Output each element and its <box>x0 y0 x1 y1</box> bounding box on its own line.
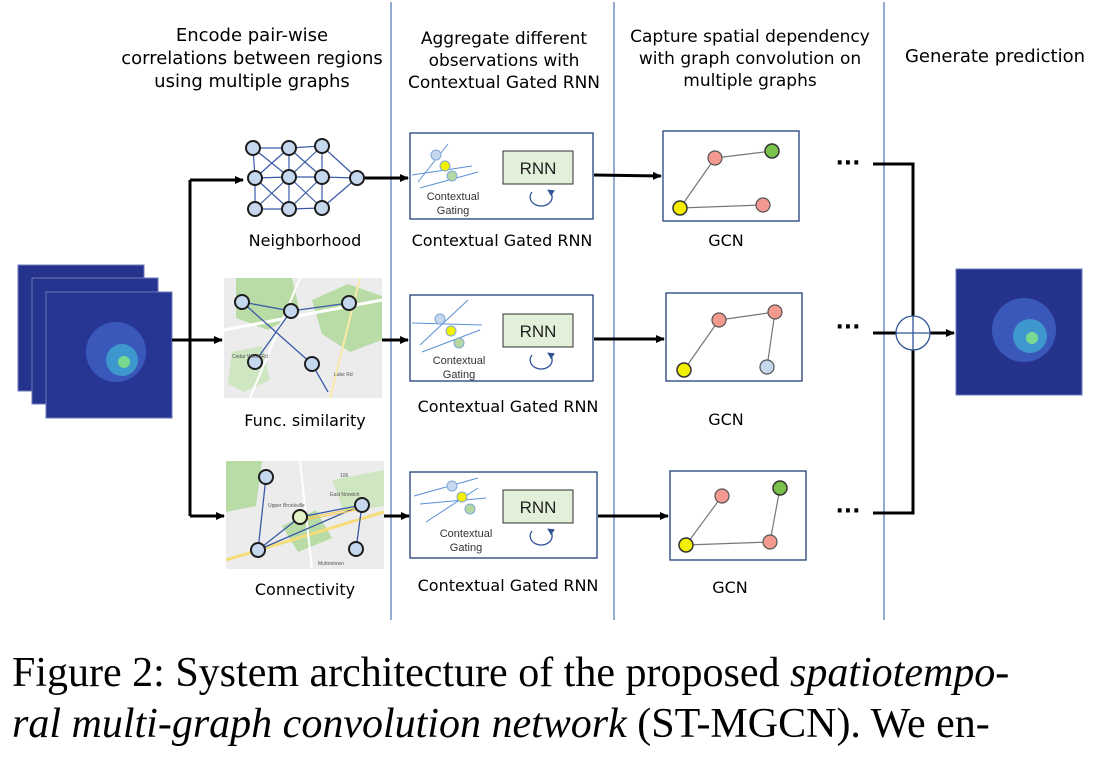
header-line: Generate prediction <box>904 46 1086 67</box>
func-similarity-map: Cedar Wood Rd Lake Rd <box>223 277 383 399</box>
graph-label-func-similarity: Func. similarity <box>244 411 366 430</box>
ellipsis: ··· <box>835 151 860 176</box>
gating-label: Contextual <box>433 355 486 367</box>
connectivity-map: Upper Brookville East Norwich Muttontown… <box>225 460 385 570</box>
caption-line-2: ral multi-graph convolution network (ST-… <box>12 699 1100 750</box>
contextual-gated-rnn-block: Contextual Gating RNN <box>409 294 594 382</box>
contextual-gated-rnn-block: Contextual Gating RNN <box>409 132 594 220</box>
graph-label-connectivity: Connectivity <box>254 580 356 599</box>
caption-line-1: Figure 2: System architecture of the pro… <box>12 648 1100 699</box>
caption-text: (ST-MGCN). We en- <box>637 701 990 747</box>
aggregation-plus-icon <box>895 315 931 351</box>
figure-caption: Figure 2: System architecture of the pro… <box>12 648 1100 750</box>
architecture-diagram: Cedar Wood Rd Lake Rd <box>17 2 1083 620</box>
gating-label: Gating <box>437 205 469 217</box>
neighborhood-graph <box>245 138 365 217</box>
gating-label: Contextual <box>427 191 480 203</box>
rnn-label: RNN <box>520 498 557 517</box>
rnn-label: RNN <box>520 322 557 341</box>
gcn-label: GCN <box>708 410 744 429</box>
gating-label: Gating <box>450 542 482 554</box>
ellipsis: ··· <box>835 499 860 524</box>
input-heatmap-stack <box>17 264 173 419</box>
gcn-block <box>665 292 803 382</box>
stage-header-generate: Generate prediction <box>886 46 1104 68</box>
rnn-caption: Contextual Gated RNN <box>411 231 593 250</box>
stage-header-capture: Capture spatial dependency with graph co… <box>616 26 884 92</box>
gcn-label: GCN <box>712 578 748 597</box>
header-line: using multiple graphs <box>154 71 350 92</box>
stage-header-encode: Encode pair-wise correlations between re… <box>112 24 392 93</box>
header-line: multiple graphs <box>683 71 817 91</box>
rnn-caption: Contextual Gated RNN <box>417 576 599 595</box>
header-line: Encode pair-wise <box>175 25 329 46</box>
contextual-gated-rnn-block: Contextual Gating RNN <box>409 471 598 559</box>
caption-text: System architecture of the proposed <box>175 650 780 696</box>
gating-label: Gating <box>443 369 475 381</box>
map-label: Lake Rd <box>334 372 353 378</box>
graph-label-neighborhood: Neighborhood <box>248 231 362 250</box>
rnn-label: RNN <box>520 159 557 178</box>
caption-figure-label: Figure 2: <box>12 650 165 696</box>
map-label: Upper Brookville <box>268 503 305 509</box>
gcn-block <box>669 470 807 561</box>
gating-label: Contextual <box>440 528 493 540</box>
header-line: correlations between regions <box>121 48 383 69</box>
map-label: East Norwich <box>330 492 360 498</box>
caption-italic: ral multi-graph convolution network <box>12 701 627 747</box>
map-label: 106 <box>340 473 349 479</box>
header-line: Contextual Gated RNN <box>407 73 601 93</box>
header-line: observations with <box>428 51 580 71</box>
rnn-caption: Contextual Gated RNN <box>417 397 599 416</box>
map-label: Cedar Wood Rd <box>232 354 268 360</box>
header-line: with graph convolution on <box>638 49 862 69</box>
stage-header-aggregate: Aggregate different observations with Co… <box>394 28 614 94</box>
merge-lines <box>873 162 955 515</box>
output-heatmap <box>955 268 1083 396</box>
ellipsis: ··· <box>835 315 860 340</box>
map-label: Muttontown <box>318 561 344 567</box>
input-branch-arrows <box>172 176 244 520</box>
arrow-to-gcn <box>593 171 662 180</box>
header-line: Aggregate different <box>420 29 588 49</box>
gcn-block <box>662 130 800 222</box>
gcn-label: GCN <box>708 231 744 250</box>
header-line: Capture spatial dependency <box>630 27 870 47</box>
caption-italic: spatiotempo- <box>789 650 1010 696</box>
